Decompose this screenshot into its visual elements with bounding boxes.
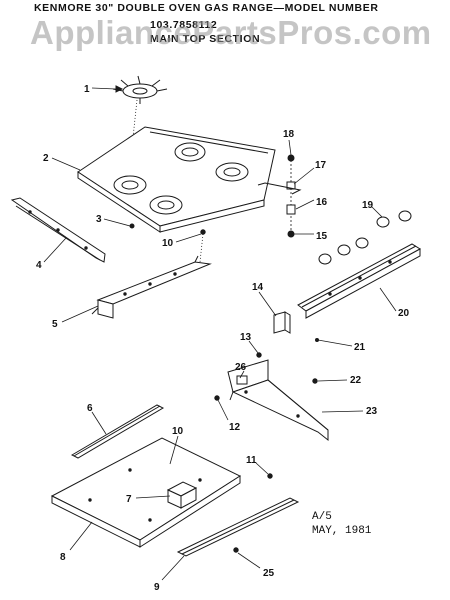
diagram-title: KENMORE 30" DOUBLE OVEN GAS RANGE—MODEL … — [34, 2, 379, 14]
callout-8: 8 — [60, 552, 66, 563]
callout-7: 7 — [126, 494, 132, 505]
callout-9: 9 — [154, 582, 160, 593]
callout-26: 26 — [235, 362, 247, 373]
revision-page: A/5 — [312, 511, 332, 523]
part-center-bracket — [91, 255, 212, 319]
callout-3: 3 — [96, 214, 102, 225]
part-small-bracket — [273, 311, 291, 334]
part-burner-grate — [112, 75, 168, 176]
part-panel-bracket — [227, 359, 329, 442]
part-screw-3 — [129, 223, 135, 229]
part-screw-13 — [256, 352, 262, 358]
callout-15: 15 — [316, 231, 328, 242]
part-pan-bracket — [166, 481, 198, 509]
part-screw-10a — [200, 229, 206, 235]
model-number: 103.7858112 — [150, 19, 218, 31]
part-side-rail — [10, 197, 106, 263]
part-knobs — [318, 210, 412, 265]
part-screw-22 — [312, 378, 318, 384]
callout-numbers: 1 2 3 4 10 5 18 17 16 15 19 20 21 14 13 … — [36, 84, 410, 593]
callout-14: 14 — [252, 282, 264, 293]
callout-20: 20 — [398, 308, 410, 319]
callout-16: 16 — [316, 197, 328, 208]
callout-25: 25 — [263, 568, 275, 579]
callout-22: 22 — [350, 375, 362, 386]
part-bottom-pan — [50, 437, 242, 548]
watermark: AppliancePartsPros.com — [30, 14, 432, 51]
callout-10a: 10 — [162, 238, 174, 249]
callout-17: 17 — [315, 160, 327, 171]
callout-11: 11 — [246, 455, 257, 466]
revision-note: A/5 MAY, 1981 — [312, 510, 371, 538]
callout-23: 23 — [366, 406, 378, 417]
part-angle-strip — [70, 404, 165, 459]
callout-10b: 10 — [172, 426, 184, 437]
leader-lines — [43, 85, 397, 581]
callout-12: 12 — [229, 422, 241, 433]
callout-1: 1 — [84, 84, 90, 95]
callout-4: 4 — [36, 260, 42, 271]
part-screw-11 — [267, 473, 273, 479]
revision-date: MAY, 1981 — [312, 525, 372, 537]
callout-21: 21 — [354, 342, 366, 353]
part-manifold-rail — [297, 243, 421, 319]
callout-18: 18 — [283, 129, 295, 140]
callout-19: 19 — [362, 200, 374, 211]
part-main-top — [77, 126, 276, 233]
callout-2: 2 — [43, 153, 49, 164]
section-name: MAIN TOP SECTION — [150, 33, 261, 45]
part-front-strip — [176, 497, 300, 557]
callout-5: 5 — [52, 319, 58, 330]
callout-6: 6 — [87, 403, 93, 414]
part-screw-12 — [214, 395, 220, 401]
part-fitting-stack — [257, 154, 302, 238]
part-screw-25 — [233, 547, 239, 553]
callout-13: 13 — [240, 332, 252, 343]
